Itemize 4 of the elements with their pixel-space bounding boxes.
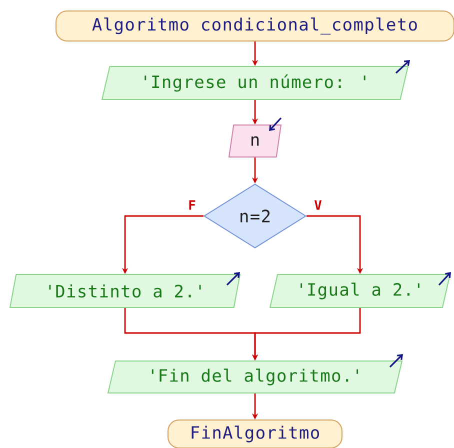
terminator-box: FinAlgoritmo [168,420,342,448]
terminator-box: Algoritmo condicional_completo [56,10,454,42]
edge-label: V [313,199,323,211]
edge-label: F [187,199,197,211]
